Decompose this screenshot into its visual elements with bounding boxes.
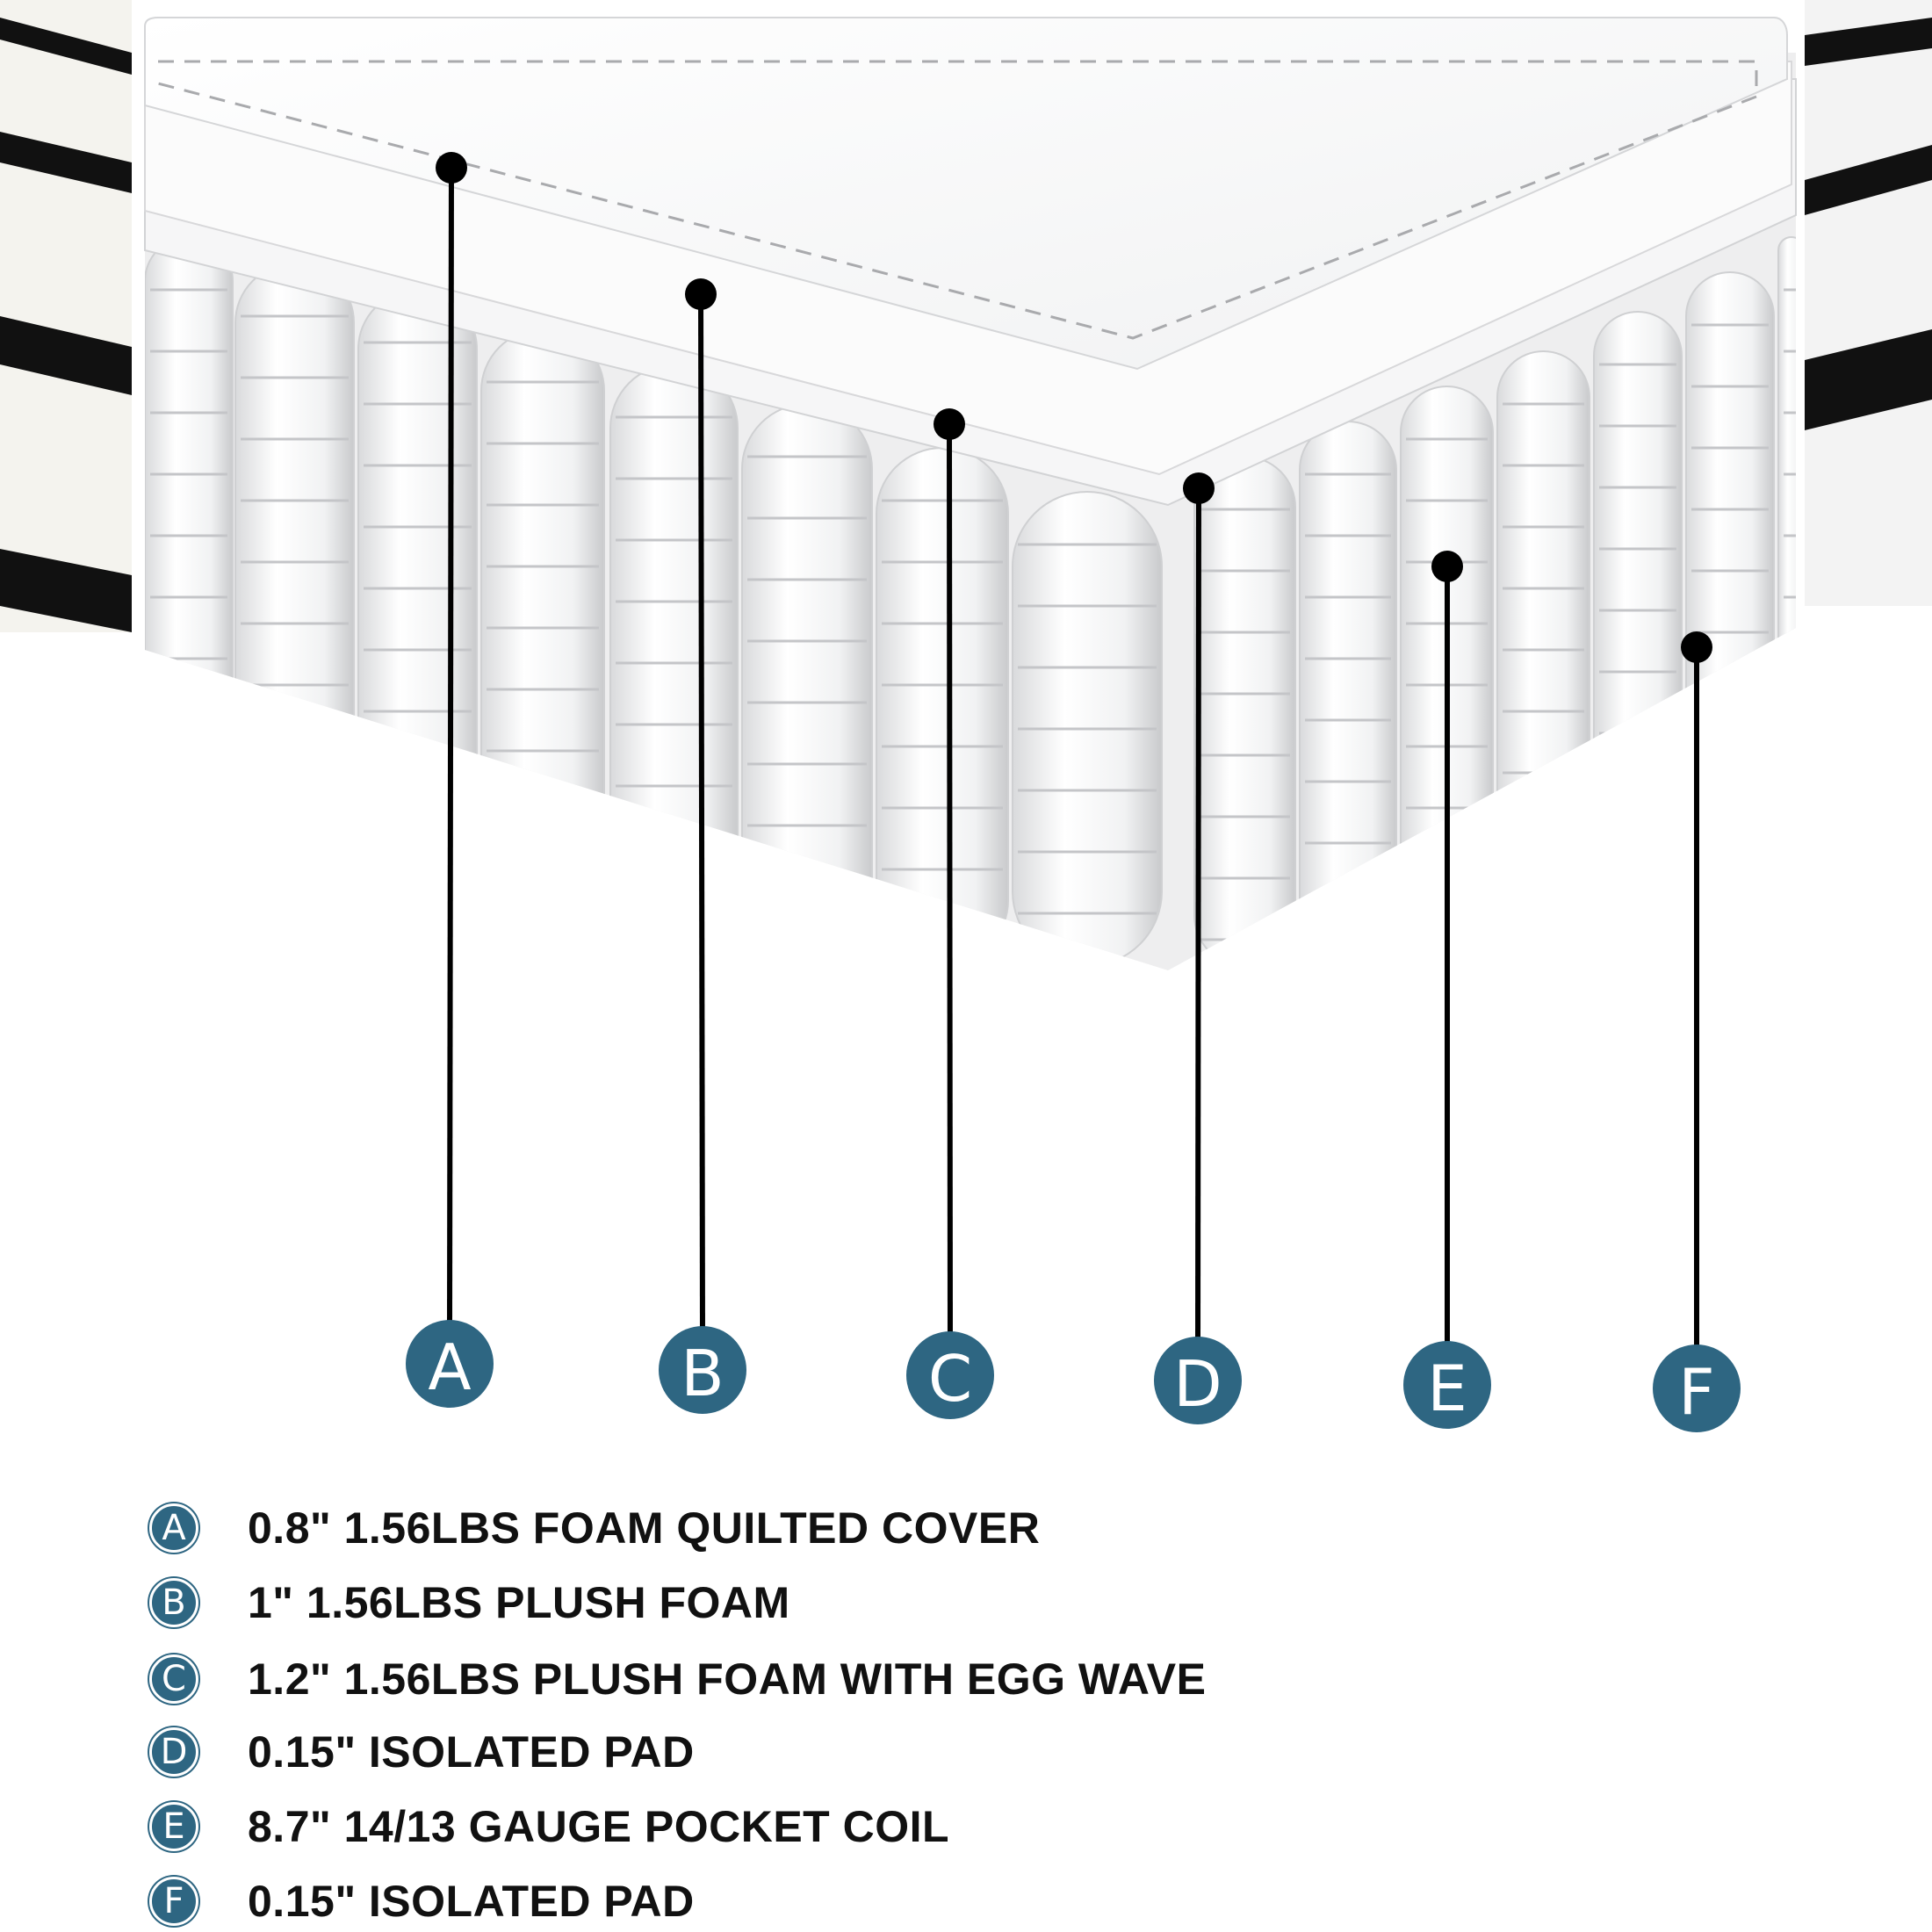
legend-text-c: 1.2" 1.56LBS PLUSH FOAM WITH EGG WAVE — [248, 1654, 1207, 1704]
pocket-coil — [1777, 236, 1796, 967]
pocket-coil — [1012, 491, 1163, 967]
leader-line-c — [947, 423, 953, 1341]
legend-item-a: A 0.8" 1.56LBS FOAM QUILTED COVER — [149, 1497, 1040, 1559]
legend-badge-b: B — [149, 1578, 198, 1627]
pocket-coil — [480, 328, 605, 967]
callout-dot-b — [685, 278, 717, 310]
pocket-coil — [1496, 350, 1590, 967]
callout-letter-b: B — [681, 1337, 724, 1410]
callout-letter-d: D — [1173, 1347, 1222, 1421]
legend-item-d: D 0.15" ISOLATED PAD — [149, 1721, 695, 1783]
pocket-coil — [609, 364, 739, 967]
callout-circle-c — [906, 1331, 994, 1419]
pocket-coil — [876, 447, 1009, 967]
callout-circle-a — [406, 1320, 494, 1408]
leader-line-a — [447, 167, 454, 1330]
legend-item-b: B 1" 1.56LBS PLUSH FOAM — [149, 1572, 790, 1633]
legend-item-f: F 0.15" ISOLATED PAD — [149, 1871, 695, 1932]
leader-line-d — [1195, 487, 1201, 1346]
callout-dot-d — [1183, 472, 1215, 504]
pocket-coil — [1193, 456, 1296, 967]
leader-line-b — [698, 293, 705, 1336]
legend-item-c: C 1.2" 1.56LBS PLUSH FOAM WITH EGG WAVE — [149, 1648, 1206, 1710]
pocket-coil — [1299, 421, 1397, 967]
pocket-coil — [234, 263, 355, 967]
mattress-top-layers — [144, 17, 1797, 507]
legend-text-b: 1" 1.56LBS PLUSH FOAM — [248, 1578, 790, 1627]
pocket-coil — [1593, 311, 1683, 967]
legend-text-a: 0.8" 1.56LBS FOAM QUILTED COVER — [248, 1503, 1041, 1553]
callout-dot-c — [934, 408, 965, 440]
pocket-coil — [145, 236, 234, 967]
legend-text-d: 0.15" ISOLATED PAD — [248, 1727, 695, 1777]
callout-dot-a — [436, 152, 467, 184]
callout-dot-f — [1681, 631, 1712, 663]
legend-text-f: 0.15" ISOLATED PAD — [248, 1877, 695, 1926]
callout-circle-e — [1403, 1341, 1491, 1429]
mattress-right-side — [1805, 0, 1932, 606]
callout-dot-e — [1431, 551, 1463, 582]
callout-group: A B C D E F — [406, 152, 1741, 1432]
pocket-coil — [741, 403, 873, 967]
callout-circle-f — [1653, 1344, 1741, 1432]
legend-badge-a: A — [149, 1503, 198, 1553]
pocket-coil — [357, 289, 478, 967]
callout-letter-c: C — [928, 1342, 972, 1416]
callout-circle-d — [1154, 1337, 1242, 1424]
callout-circle-b — [659, 1326, 746, 1414]
legend-badge-f: F — [149, 1877, 198, 1926]
callout-letter-e: E — [1427, 1352, 1467, 1425]
legend-badge-e: E — [149, 1802, 198, 1851]
legend-item-e: E 8.7" 14/13 GAUGE POCKET COIL — [149, 1796, 949, 1857]
legend-badge-c: C — [149, 1654, 198, 1704]
legend-badge-d: D — [149, 1727, 198, 1777]
legend-text-e: 8.7" 14/13 GAUGE POCKET COIL — [248, 1802, 950, 1851]
callout-letter-f: F — [1678, 1355, 1714, 1429]
callout-letter-a: A — [428, 1330, 471, 1404]
mattress-left-side — [0, 0, 132, 632]
